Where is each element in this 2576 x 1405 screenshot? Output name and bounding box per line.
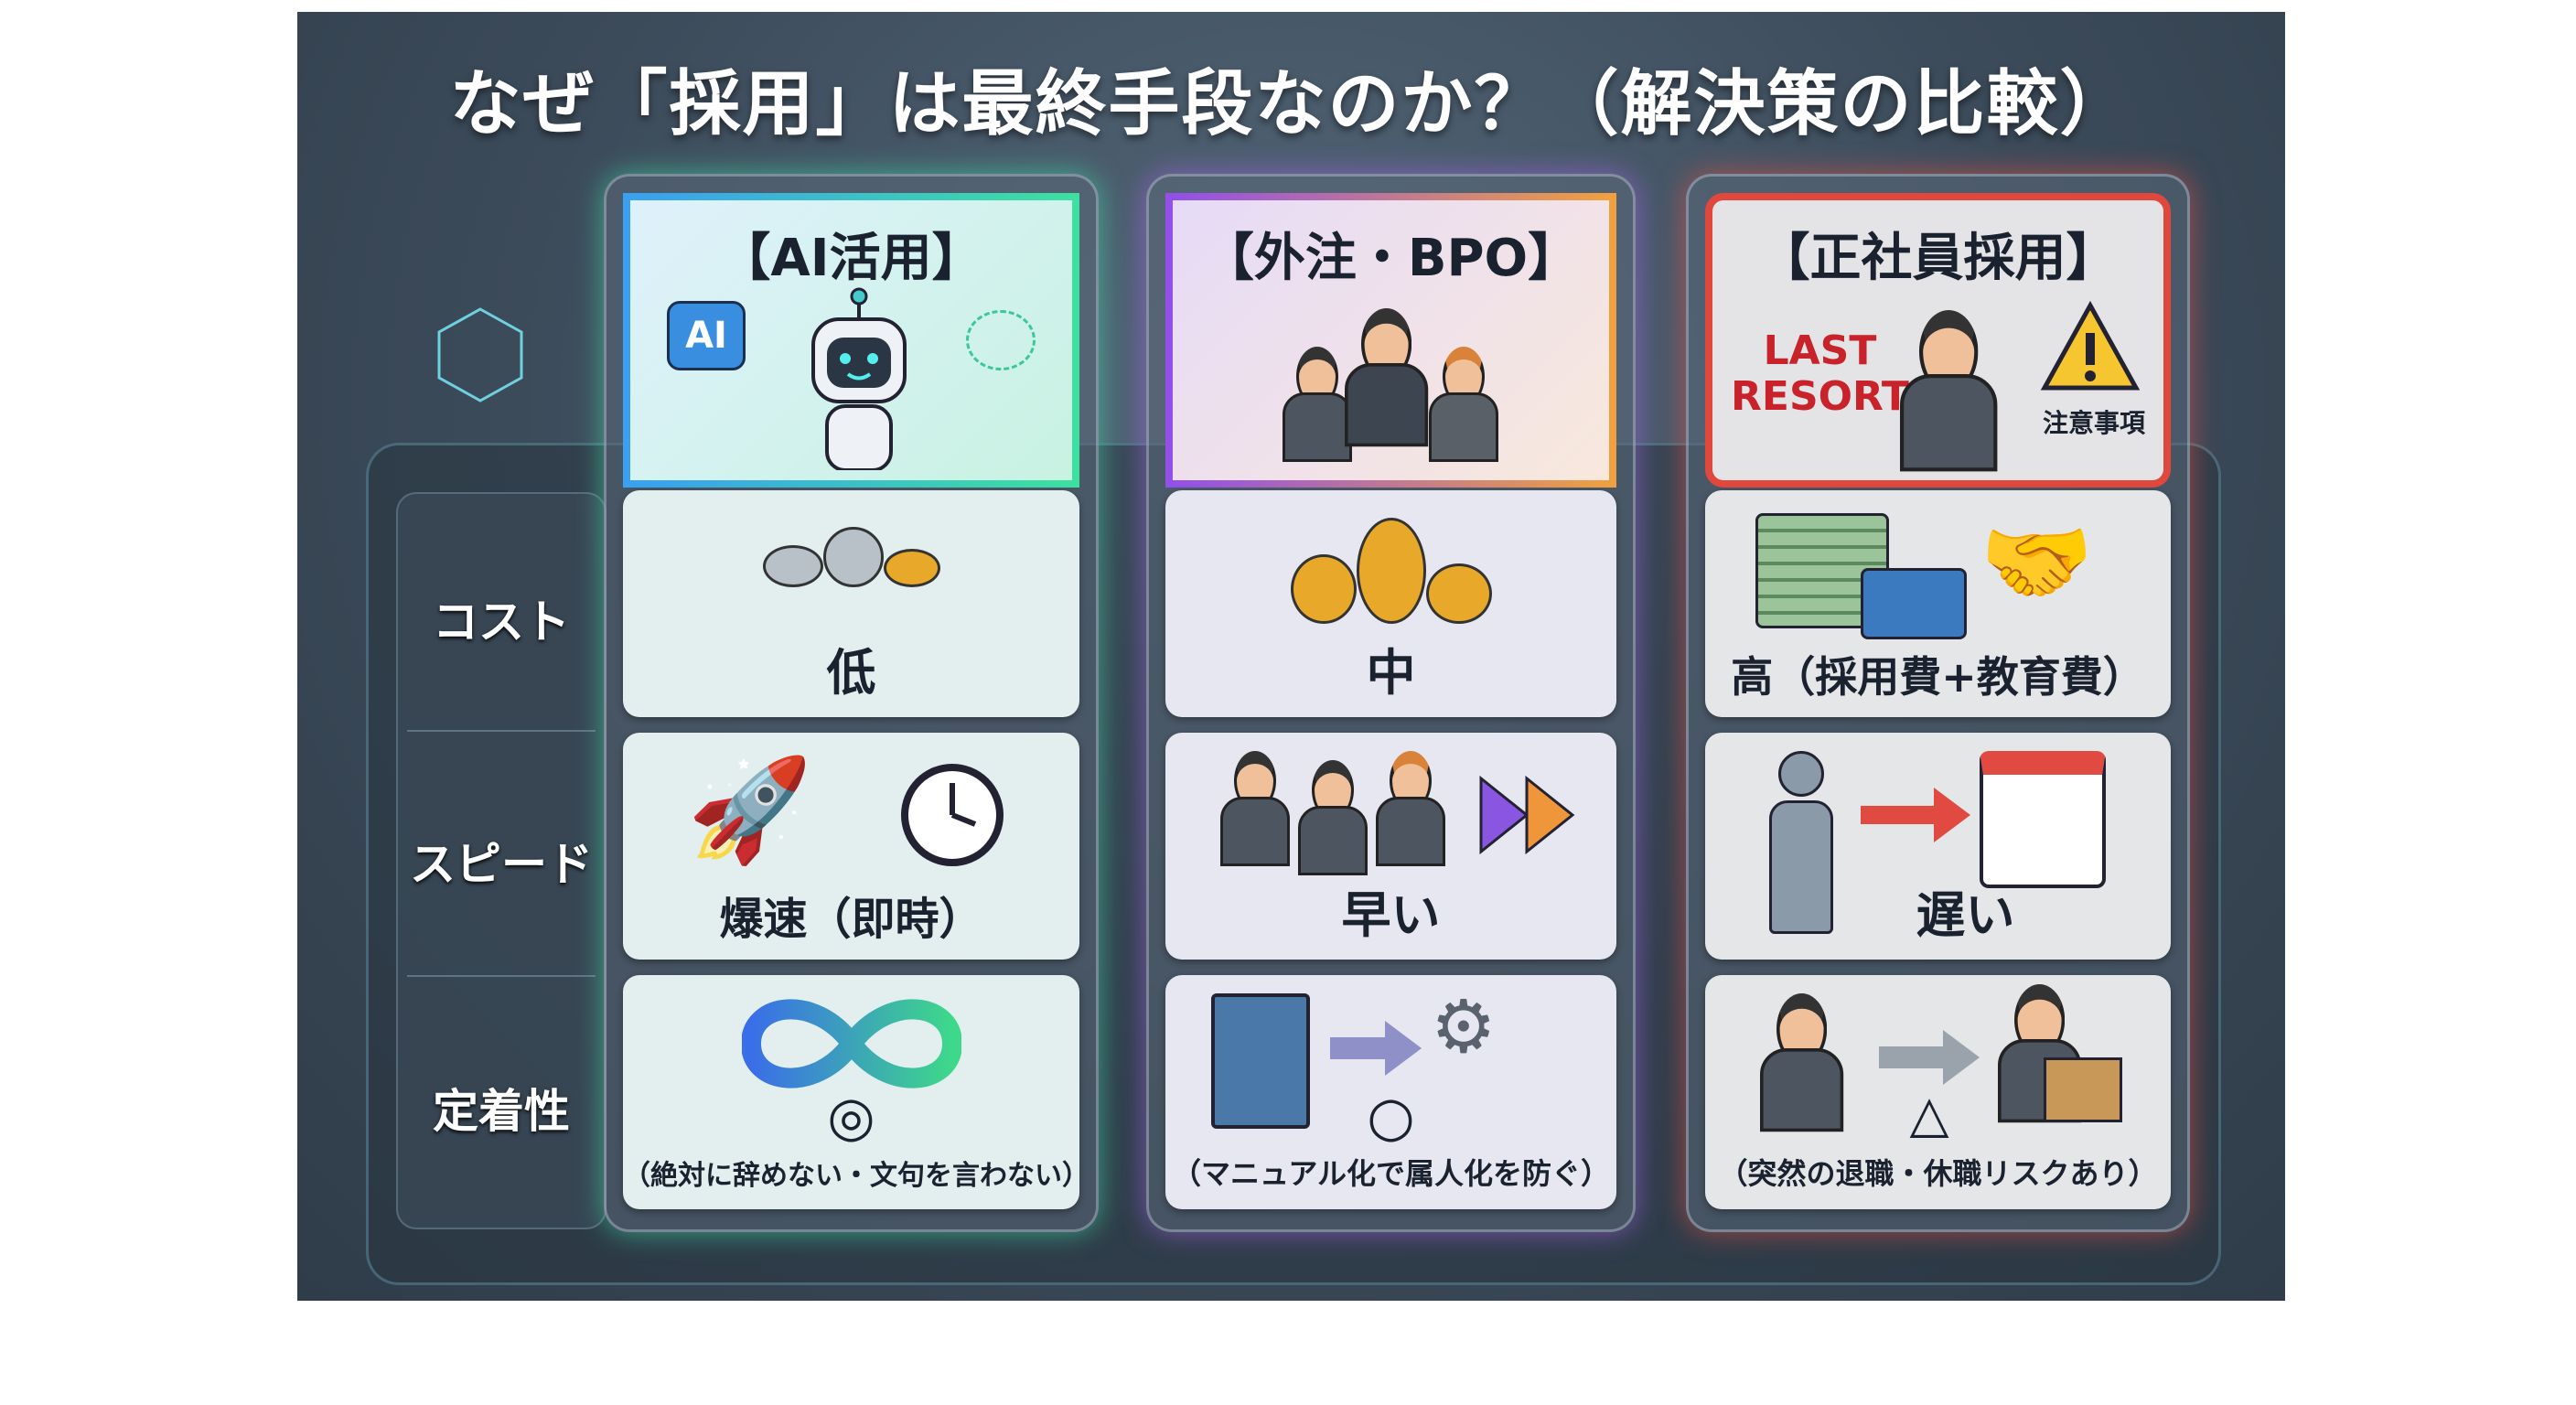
column-title: 【正社員採用】	[1758, 229, 2118, 288]
retention-cell-bpo: ⚙ ○ （マニュアル化で属人化を防ぐ）	[1165, 975, 1616, 1209]
employee-icon	[1900, 310, 1998, 472]
calendar-clock-icon	[1980, 751, 2106, 888]
cost-value: 高（採用費+教育費）	[1731, 652, 2145, 702]
gears-icon: ⚙	[1431, 984, 1497, 1069]
infographic: なぜ「採用」は最終手段なのか？（解決策の比較） コスト スピード 定着性 【AI…	[297, 12, 2285, 1301]
last-resort-line1: LAST	[1763, 327, 1877, 374]
worried-employee-icon	[1760, 993, 1844, 1132]
cost-value: 低	[826, 644, 876, 702]
column-title: 【外注・BPO】	[1202, 229, 1580, 288]
last-resort-line2: RESORT	[1731, 373, 1909, 420]
team-icon	[1220, 751, 1458, 875]
header-bpo: 【外注・BPO】	[1165, 193, 1616, 488]
header-ai: 【AI活用】 AI	[623, 193, 1079, 488]
speed-cell-employee: 遅い	[1705, 733, 2171, 960]
retention-value: （マニュアル化で属人化を防ぐ）	[1171, 1156, 1611, 1191]
chat-dots-icon	[966, 310, 1036, 370]
infinity-icon	[742, 999, 961, 1089]
retention-mark: ◎	[827, 1085, 875, 1149]
row-label-cost: コスト	[433, 595, 570, 649]
retention-value: （絶対に辞めない・文句を言わない）	[623, 1160, 1089, 1192]
divider	[407, 730, 596, 732]
coin-stacks-icon	[1165, 518, 1616, 627]
retention-mark: ○	[1367, 1085, 1415, 1149]
credit-card-icon	[1861, 568, 1967, 639]
cost-cell-bpo: 中	[1165, 490, 1616, 717]
row-label-retention: 定着性	[433, 1085, 570, 1138]
warning-icon	[2040, 301, 2141, 391]
speed-value: 爆速（即時）	[719, 894, 983, 945]
cost-cell-ai: 低	[623, 490, 1079, 717]
retention-cell-ai: ◎ （絶対に辞めない・文句を言わない）	[623, 975, 1089, 1209]
divider	[407, 975, 596, 977]
column-title: 【AI活用】	[719, 229, 983, 288]
column-employee: 【正社員採用】 LAST RESORT 注意事項 🤝 高（採用費+教育費）	[1686, 174, 2190, 1232]
person-silhouette-icon	[1769, 751, 1833, 934]
page-title: なぜ「採用」は最終手段なのか？（解決策の比較）	[449, 63, 2133, 145]
box-icon	[2044, 1057, 2122, 1122]
speed-value: 早い	[1341, 886, 1441, 944]
row-labels: コスト スピード 定着性	[396, 492, 606, 1229]
coins-icon	[623, 527, 1079, 591]
arrow-right-icon	[1879, 1030, 1980, 1085]
speed-cell-ai: 🚀 爆速（即時）	[623, 733, 1079, 960]
business-team-icon	[1264, 308, 1520, 466]
retention-cell-employee: △ （突然の退職・休職リスクあり）	[1705, 975, 2171, 1209]
hexagon-decoration-icon	[437, 307, 523, 402]
column-bpo: 【外注・BPO】 中 早い	[1146, 174, 1636, 1232]
retention-value: （突然の退職・休職リスクあり）	[1718, 1156, 2158, 1191]
manual-book-icon	[1211, 993, 1310, 1129]
header-employee: 【正社員採用】 LAST RESORT 注意事項	[1705, 193, 2171, 488]
handshake-icon: 🤝	[1980, 509, 2094, 616]
arrow-right-icon	[1330, 1021, 1422, 1076]
cost-cell-employee: 🤝 高（採用費+教育費）	[1705, 490, 2171, 717]
column-ai: 【AI活用】 AI 低 🚀 爆速（即時）	[604, 174, 1099, 1232]
ai-speech-bubble-icon: AI	[667, 301, 746, 370]
rocket-icon: 🚀	[687, 751, 812, 868]
speed-cell-bpo: 早い	[1165, 733, 1616, 960]
arrow-right-icon	[1861, 788, 1970, 842]
last-resort-label: LAST RESORT	[1731, 328, 1909, 420]
row-label-speed: スピード	[410, 838, 593, 891]
warning-label: 注意事項	[2042, 408, 2145, 438]
robot-icon	[811, 287, 907, 470]
retention-mark: △	[1909, 1085, 1949, 1144]
clock-icon	[901, 764, 1004, 866]
speed-value: 遅い	[1916, 886, 2015, 944]
fast-forward-icon	[1479, 775, 1575, 855]
cost-value: 中	[1366, 644, 1416, 702]
